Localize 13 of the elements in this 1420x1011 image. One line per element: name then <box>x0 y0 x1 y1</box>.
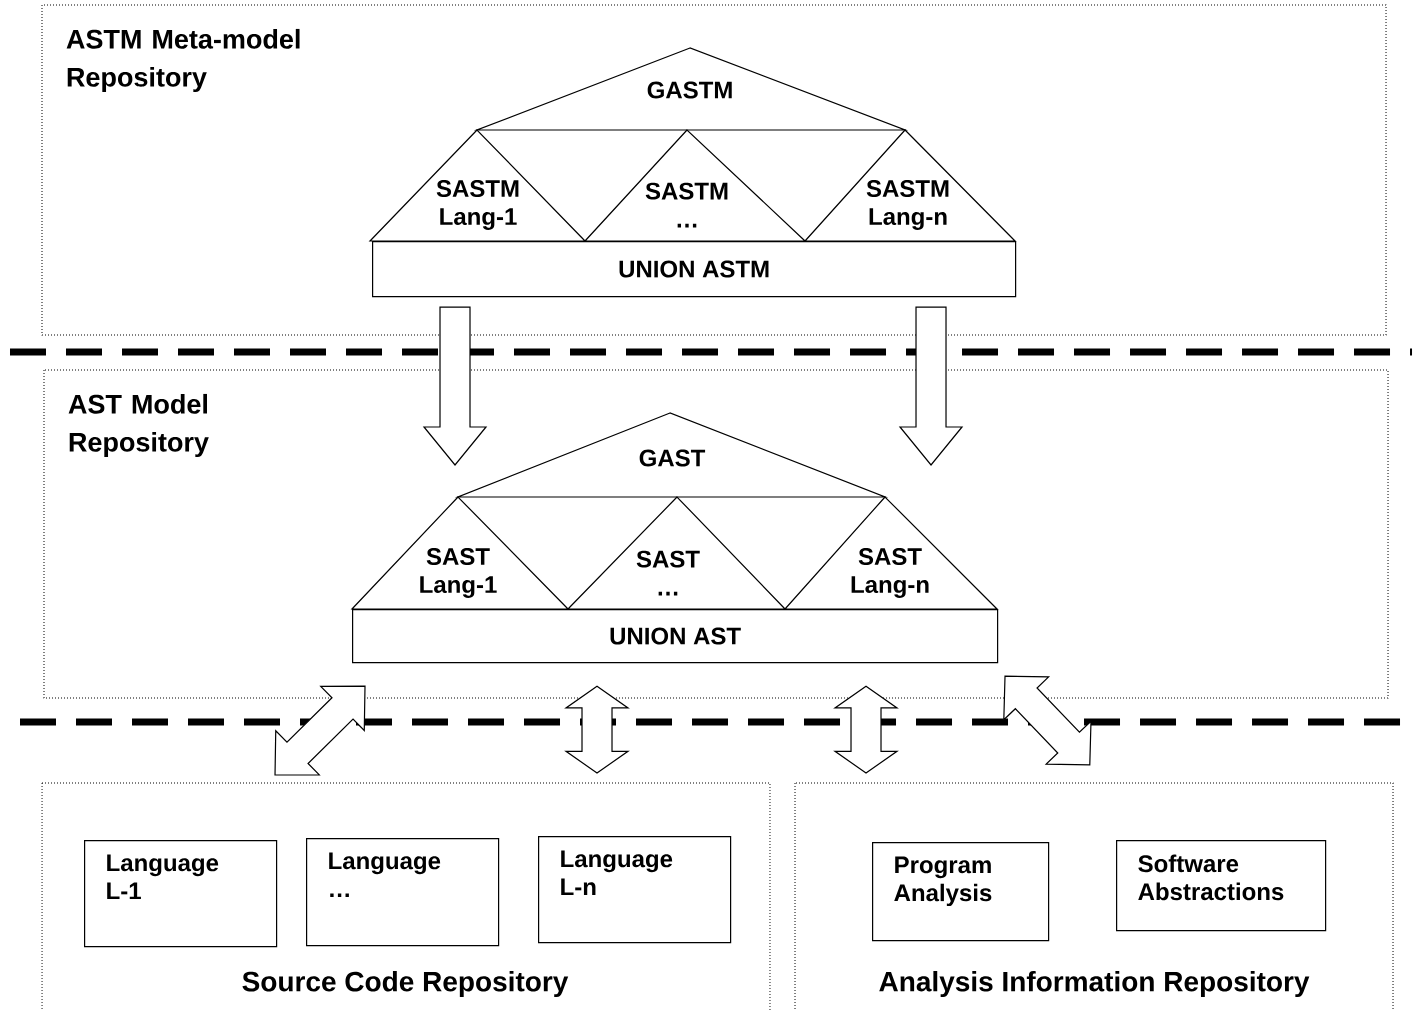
union-bar: UNION ASTM <box>372 241 1017 298</box>
component-box: Language L-1 <box>84 840 278 948</box>
block-arrow <box>274 685 366 776</box>
component-box: Software Abstractions <box>1116 840 1327 932</box>
block-arrow <box>898 306 964 466</box>
component-box: Language L-n <box>538 836 732 944</box>
component-box: Program Analysis <box>872 842 1050 942</box>
union-bar: UNION AST <box>352 609 999 664</box>
component-box: Language … <box>306 838 500 947</box>
block-arrow <box>1003 675 1092 766</box>
block-arrow <box>564 685 630 774</box>
block-arrow <box>833 685 899 774</box>
block-arrow <box>422 306 488 466</box>
